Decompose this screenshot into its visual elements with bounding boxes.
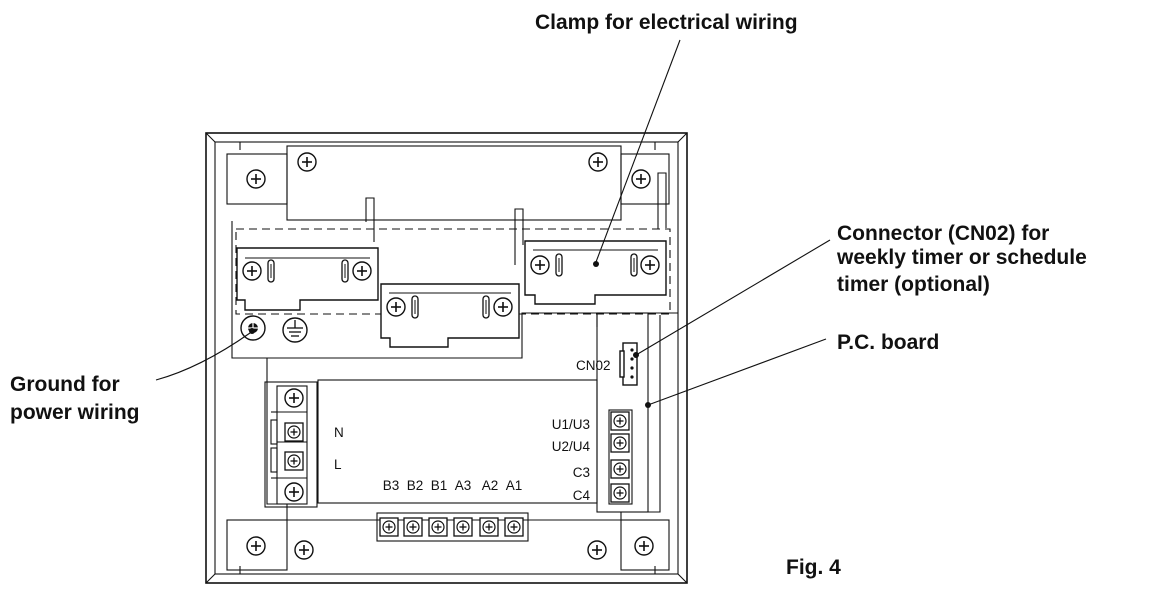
pc-board-callout-label: P.C. board [837,331,939,354]
terminal-screw-icon [610,483,630,503]
clamp-slot [341,259,349,283]
c3-terminal-label: C3 [573,465,590,480]
clamp-callout-label: Clamp for electrical wiring [535,11,798,34]
ground-callout-line-1: Ground for [10,373,120,396]
screw-icon [386,297,406,317]
l-terminal-label: L [334,457,342,472]
terminal-screw-icon [284,422,304,442]
clamp-slot [630,253,638,277]
screw-icon [530,255,550,275]
clamp-slot [482,295,490,319]
terminal-screw-icon [610,411,630,431]
corner-bracket-top-right [620,153,670,205]
clamp-slot [555,253,563,277]
clamp-right [524,240,667,305]
screw-icon [284,388,304,408]
corner-bracket-bottom-right [620,519,670,571]
screw-icon [640,255,660,275]
screw-icon [246,536,266,556]
u1u3-terminal-label: U1/U3 [552,417,590,432]
n-terminal-label: N [334,425,344,440]
ground-callout-line-2: power wiring [10,401,140,424]
screw-icon [631,169,651,189]
terminal-screw-icon [610,433,630,453]
terminal-screw-icon [453,517,473,537]
bottom-terminal-block [376,512,529,542]
bottom-terminal-label-a1: A1 [506,478,523,493]
bottom-terminal-labels: B3 B2 B1 A3 A2 A1 [383,478,523,493]
figure-label: Fig. 4 [786,556,841,579]
screw-icon [634,536,654,556]
screw-icon [297,152,317,172]
connector-callout-line-2: weekly timer or schedule [836,246,1087,269]
screw-icon [352,261,372,281]
ground-screw-icon [240,315,266,341]
terminal-screw-icon [379,517,399,537]
terminal-screw-icon [428,517,448,537]
cn02-label: CN02 [576,358,611,373]
c4-terminal-label: C4 [573,488,591,503]
screw-icon [294,540,314,560]
clamp-slot [267,259,275,283]
corner-bracket-bottom-left [226,519,288,571]
cn02-connector [619,342,638,386]
screw-icon [587,540,607,560]
corner-bracket-top-left [226,153,288,205]
callout-leaders [155,39,831,408]
earth-ground-icon [282,317,308,343]
bottom-terminal-label-b1: B1 [431,478,448,493]
clamp-center [380,283,520,348]
connector-callout-line-1: Connector (CN02) for [837,222,1049,245]
terminal-screw-icon [504,517,524,537]
terminal-screw-icon [479,517,499,537]
terminal-screw-icon [610,459,630,479]
bottom-terminal-label-a2: A2 [482,478,499,493]
bottom-terminal-label-b2: B2 [407,478,424,493]
screw-icon [242,261,262,281]
bottom-terminal-label-b3: B3 [383,478,400,493]
power-terminal-block [270,385,308,505]
connector-callout-line-3: timer (optional) [837,273,990,296]
screw-icon [284,482,304,502]
screw-icon [493,297,513,317]
terminal-screw-icon [284,451,304,471]
clamp-wires [365,172,667,265]
clamp-slot [411,295,419,319]
bottom-terminal-label-a3: A3 [455,478,472,493]
terminal-screw-icon [403,517,423,537]
screw-icon [588,152,608,172]
signal-terminal-block [608,409,633,505]
screw-icon [246,169,266,189]
clamp-left [236,247,379,311]
u2u4-terminal-label: U2/U4 [552,439,591,454]
